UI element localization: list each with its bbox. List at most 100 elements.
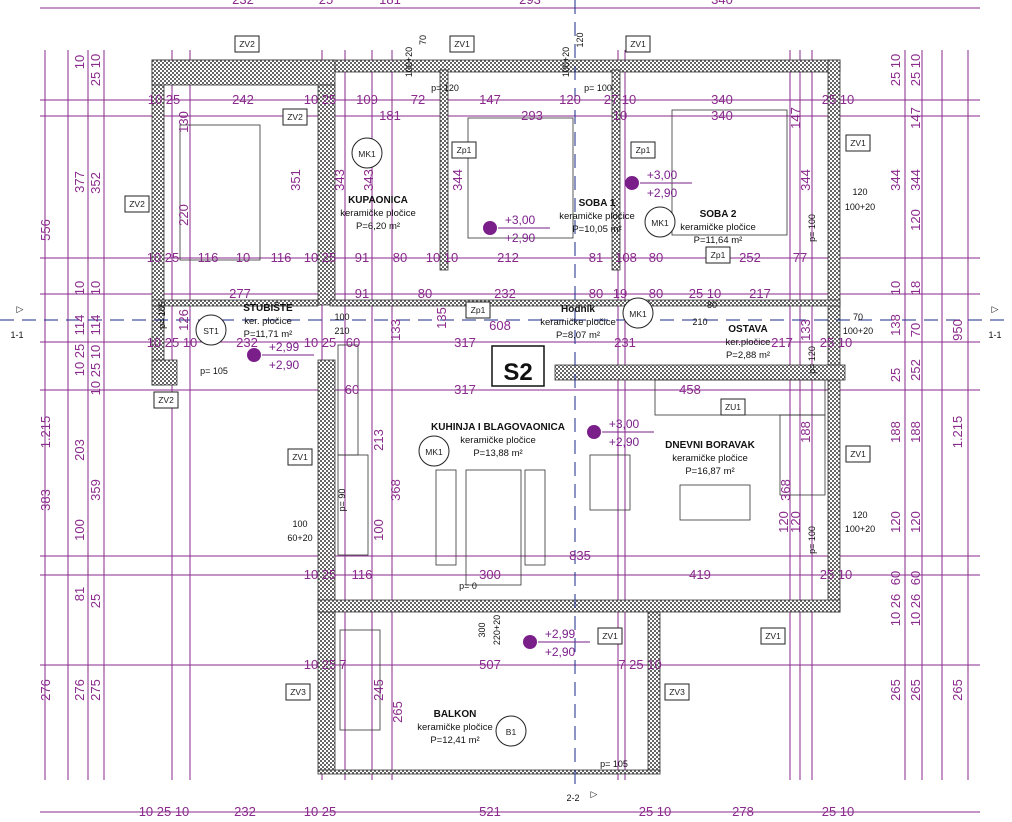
element-tag: ZV2 bbox=[129, 199, 145, 209]
dimension-text: 265 bbox=[390, 701, 405, 723]
opening-note: 100 bbox=[292, 519, 307, 529]
room-floor: keramičke pločice bbox=[340, 208, 416, 219]
dimension-text: 10 25 bbox=[147, 250, 180, 265]
dimension-text: 133 bbox=[388, 319, 403, 341]
dimension-text: 203 bbox=[72, 439, 87, 461]
element-tag-box bbox=[465, 301, 491, 319]
dimension-text: 109 bbox=[356, 92, 378, 107]
dimension-text: 293 bbox=[521, 108, 543, 123]
furniture-outline bbox=[524, 469, 546, 566]
room-marker-circle bbox=[418, 435, 450, 467]
dimension-text: 317 bbox=[454, 335, 476, 350]
room-marker-label: MK1 bbox=[358, 149, 376, 159]
room-floor: keramičke pločice bbox=[680, 222, 756, 233]
dimension-text: 72 bbox=[411, 92, 425, 107]
room-name: STUBIŠTE bbox=[243, 301, 293, 314]
dimension-text: 10 bbox=[613, 108, 627, 123]
dimension-text: 10 25 bbox=[72, 344, 87, 377]
dimension-text: 10 25 10 bbox=[147, 335, 198, 350]
element-tag: ZV1 bbox=[602, 631, 618, 641]
dimension-text: 10 bbox=[236, 250, 250, 265]
dimension-text: 507 bbox=[479, 657, 501, 672]
dimension-text: 81 bbox=[589, 250, 603, 265]
dimension-text: 135 bbox=[434, 307, 449, 329]
dimension-text: 265 bbox=[950, 679, 965, 701]
wall bbox=[611, 69, 621, 271]
element-tag-box bbox=[720, 398, 746, 416]
dimension-text: 114 bbox=[72, 315, 87, 336]
dimension-text: 212 bbox=[497, 250, 519, 265]
dimension-text: 138 bbox=[888, 314, 903, 336]
room-floor: keramičke pločice bbox=[559, 211, 635, 222]
sill-height: p= 105 bbox=[200, 366, 228, 376]
dimension-text: 10 25 bbox=[304, 335, 337, 350]
room-name: SOBA 2 bbox=[700, 209, 737, 220]
section-arrow-icon: ▷ bbox=[17, 304, 24, 314]
opening-note: 210 bbox=[692, 317, 707, 327]
sill-height: p= 100 bbox=[807, 526, 817, 554]
room-marker-label: ST1 bbox=[203, 326, 219, 336]
dimension-text: 60 bbox=[888, 571, 903, 585]
dimension-text: 10 25 10 bbox=[88, 345, 103, 396]
dimension-text: 130 bbox=[176, 111, 191, 133]
room-marker-circle bbox=[495, 715, 527, 747]
room-area: P=8,07 m² bbox=[556, 330, 600, 341]
room-floor: keramičke pločice bbox=[417, 722, 493, 733]
wall bbox=[317, 769, 661, 775]
element-tag-box bbox=[845, 445, 871, 463]
dimension-text: 100 bbox=[371, 519, 386, 541]
dimension-text: 265 bbox=[908, 679, 923, 701]
element-tag: ZV3 bbox=[669, 687, 685, 697]
dimension-text: 25 10 bbox=[639, 804, 672, 819]
dimension-text: 25 10 bbox=[820, 335, 853, 350]
dimension-text: 242 bbox=[232, 92, 254, 107]
dimension-text: 458 bbox=[679, 382, 701, 397]
opening-note: 300 bbox=[477, 622, 487, 637]
opening-note: 80 bbox=[707, 300, 717, 310]
element-tag: Zp1 bbox=[457, 145, 472, 155]
dimension-text: 60 bbox=[345, 382, 359, 397]
dimension-text: 608 bbox=[489, 318, 511, 333]
element-tag: ZV1 bbox=[630, 39, 646, 49]
room-area: P=6,20 m² bbox=[356, 221, 400, 232]
dimension-text: 340 bbox=[711, 0, 733, 7]
dimension-text: 60 bbox=[346, 335, 360, 350]
element-tag-box bbox=[845, 134, 871, 152]
element-tag-box bbox=[625, 35, 651, 53]
room-name: KUHINJA I BLAGOVAONICA bbox=[431, 422, 565, 433]
dimension-text: 1.215 bbox=[950, 416, 965, 449]
dimension-text: 108 bbox=[615, 250, 637, 265]
dimension-text: 835 bbox=[569, 548, 591, 563]
furniture-outline bbox=[337, 454, 369, 556]
wall bbox=[151, 299, 319, 307]
room-area: P=10,05 m² bbox=[572, 224, 621, 235]
sill-height: p= 90 bbox=[337, 489, 347, 512]
dimension-text: 10 25 bbox=[304, 657, 337, 672]
opening-note: 70 bbox=[418, 35, 428, 45]
dimension-text: 7 25 10 bbox=[618, 657, 661, 672]
wall bbox=[329, 299, 841, 307]
dimension-text: 521 bbox=[479, 804, 501, 819]
element-tag: ZV1 bbox=[292, 452, 308, 462]
level-marker-icon bbox=[483, 221, 497, 235]
dimension-text: 245 bbox=[371, 679, 386, 701]
dimension-text: 147 bbox=[479, 92, 501, 107]
dimension-text: 19 bbox=[613, 286, 627, 301]
dimension-text: 377 bbox=[72, 171, 87, 193]
sill-height: p= 100 bbox=[584, 83, 612, 93]
dimension-text: 10 25 bbox=[304, 92, 337, 107]
furniture-outline bbox=[435, 469, 457, 566]
level-marker-icon bbox=[587, 425, 601, 439]
dimension-text: 232 bbox=[234, 804, 256, 819]
walls bbox=[151, 59, 846, 775]
dimension-text: 80 bbox=[649, 250, 663, 265]
room-area: P=16,87 m² bbox=[685, 466, 734, 477]
level-bottom: +2,90 bbox=[545, 645, 576, 659]
level-marker-icon bbox=[247, 348, 261, 362]
element-tag: ZV2 bbox=[287, 112, 303, 122]
wall bbox=[317, 611, 336, 773]
dimension-text: 276 bbox=[72, 679, 87, 701]
dimension-text: 25 10 bbox=[820, 567, 853, 582]
room-marker-circle bbox=[644, 206, 676, 238]
dimension-text: 232 bbox=[232, 0, 254, 7]
